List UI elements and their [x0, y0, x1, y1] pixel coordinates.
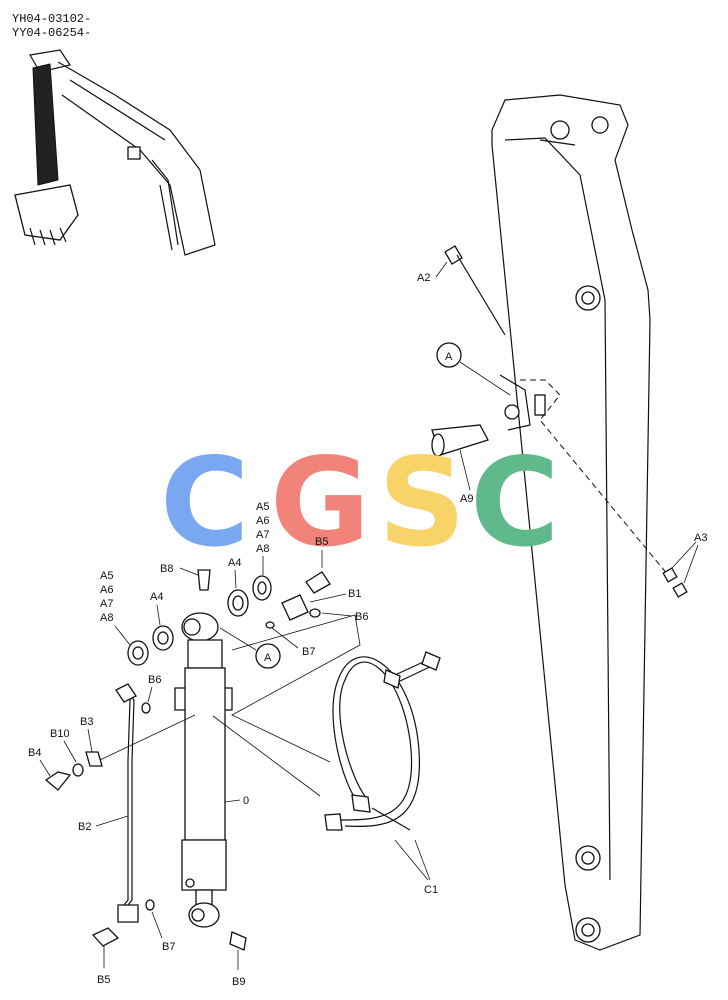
- callout-b6-right: B6: [355, 611, 368, 623]
- detail-marker-a-top: [436, 342, 462, 368]
- oring-b7-top: [265, 621, 275, 629]
- callout-b6-left: B6: [148, 674, 161, 686]
- callout-a9: A9: [460, 493, 473, 505]
- leader-a3: [520, 379, 669, 576]
- hoses-c1: [324, 651, 441, 881]
- serial-range-line-2: YY04-06254-: [12, 26, 91, 40]
- nuts-a3: [662, 541, 699, 598]
- pipe-b2: [115, 683, 139, 923]
- callout-b10: B10: [50, 728, 70, 740]
- callout-a5-left: A5: [100, 570, 113, 582]
- grease-fitting-b8: [197, 569, 211, 591]
- callout-a6-top: A6: [256, 515, 269, 527]
- callout-b7-bottom: B7: [162, 941, 175, 953]
- callout-a4-mid: A4: [228, 557, 241, 569]
- callout-circle-a-top: A: [445, 351, 453, 363]
- watermark-cgsc: C G S C: [160, 432, 560, 574]
- watermark-letter-s: S: [378, 432, 466, 574]
- callout-b1: B1: [348, 588, 361, 600]
- callout-a7-left: A7: [100, 598, 113, 610]
- callout-b9: B9: [232, 976, 245, 988]
- pin-a9: [431, 424, 489, 491]
- callout-a3: A3: [694, 532, 707, 544]
- callout-a8-top: A8: [256, 543, 269, 555]
- thumbnail-excavator-arm: [14, 49, 216, 256]
- callout-a5-top: A5: [256, 501, 269, 513]
- callout-a8-left: A8: [100, 612, 113, 624]
- bolt-a2: [435, 245, 506, 336]
- callout-b4: B4: [28, 747, 41, 759]
- callout-b5-bottom: B5: [97, 974, 110, 986]
- bolt-b5-top: [305, 571, 331, 594]
- callout-b2: B2: [78, 821, 91, 833]
- watermark-letter-g: G: [270, 432, 370, 574]
- callout-c1: C1: [424, 884, 438, 896]
- callout-a4-left: A4: [150, 591, 163, 603]
- callout-b3: B3: [80, 716, 93, 728]
- watermark-letter-c2: C: [470, 432, 560, 574]
- callout-zero: 0: [243, 795, 249, 807]
- fitting-b1: [281, 594, 309, 621]
- oring-b6-right: [309, 608, 321, 618]
- detail-marker-a-bottom: [255, 643, 281, 669]
- callout-a6-left: A6: [100, 584, 113, 596]
- callout-b7-top: B7: [302, 646, 315, 658]
- excavator-arm-main: [491, 94, 651, 951]
- fitting-b9: [229, 931, 247, 951]
- callout-b8: B8: [160, 563, 173, 575]
- bolt-b5-bottom: [91, 927, 120, 947]
- callout-circle-a-bottom: A: [264, 652, 272, 664]
- callout-b5-top: B5: [315, 536, 328, 548]
- callout-a7-top: A7: [256, 529, 269, 541]
- callout-a2: A2: [417, 272, 430, 284]
- bolt-b4: [44, 771, 72, 791]
- washer-b10: [72, 763, 84, 777]
- oring-b6-left: [141, 702, 151, 714]
- adapter-b3: [85, 751, 103, 767]
- serial-range-line-1: YH04-03102-: [12, 12, 91, 26]
- oring-b7-bottom: [145, 899, 155, 911]
- watermark-letter-c1: C: [160, 432, 250, 574]
- hydraulic-cylinder: [174, 612, 233, 928]
